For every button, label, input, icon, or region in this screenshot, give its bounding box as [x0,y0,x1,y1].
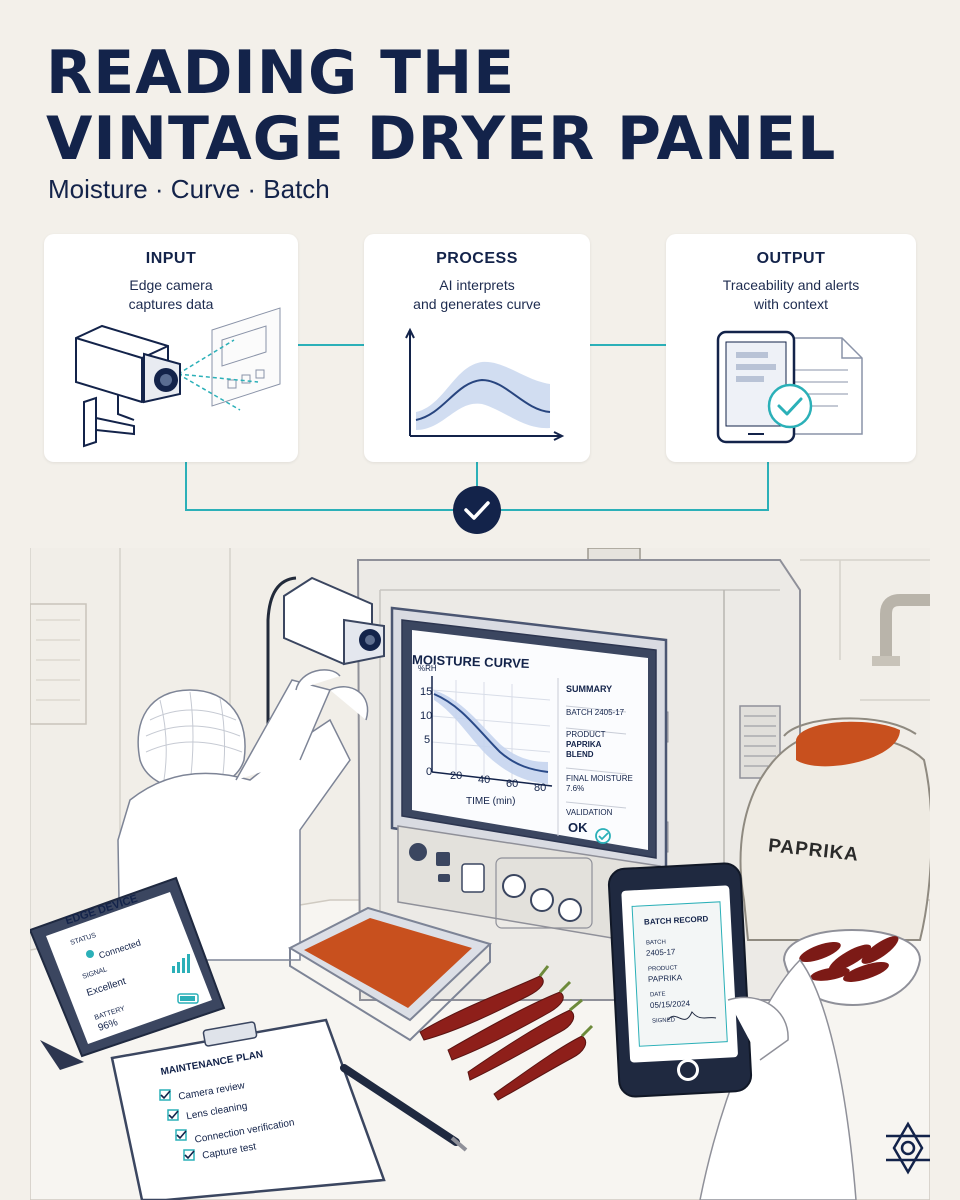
step-card-input: INPUT Edge camera captures data [44,234,298,462]
monitor-x-label: TIME (min) [466,796,516,807]
batch-record-date-label: DATE [649,991,666,999]
signal-bars-icon [172,954,190,973]
flow-connectors [185,344,769,534]
step-input-line-1: Edge camera [129,277,213,293]
edge-camera-icon [75,307,281,448]
monitor-y-unit: %RH [418,664,437,673]
step-output-line-1: Traceability and alerts [722,277,860,293]
brand-logo-icon [886,1121,930,1175]
step-card-output: OUTPUT Traceability and alerts with cont… [666,234,916,462]
validation-check-icon [595,828,611,844]
batch-record-batch-value: 2405-17 [645,947,676,958]
title-line-1: READING THE [46,38,516,108]
batch-record-product-value: PAPRIKA [647,973,683,984]
monitor-y-tick-5: 5 [424,734,431,746]
monitor-y-tick-10: 10 [420,710,433,722]
step-description-input: Edge camera captures data [54,276,288,314]
monitor-x-tick-80: 80 [534,782,547,794]
curve-chart-icon [405,327,565,441]
monitor-final-moisture-value: 7.6% [566,784,585,793]
document-check-icon [716,330,863,444]
monitor-validation-value: OK [568,820,588,835]
checkbox-icons [159,1089,195,1161]
step-output-line-2: with context [754,296,828,312]
monitor-x-tick-60: 60 [506,778,519,790]
title-line-2: VINTAGE DRYER PANEL [46,104,837,174]
step-process-line-2: and generates curve [413,296,541,312]
signature-mark [667,1011,717,1021]
step-description-output: Traceability and alerts with context [676,276,906,314]
check-circle-icon [453,486,501,534]
batch-record-signed-label: SIGNED [651,1017,676,1025]
step-process-line-1: AI interprets [439,277,515,293]
monitor-x-tick-0: 0 [426,766,433,778]
scene-drawing [30,548,930,1200]
step-description-process: AI interprets and generates curve [374,276,580,314]
monitor-product-line-1: PAPRIKA [566,740,602,749]
battery-icon [177,993,199,1004]
page-subtitle: Moisture · Curve · Batch [48,174,330,204]
step-card-process: PROCESS AI interprets and generates curv… [364,234,590,462]
monitor-x-tick-20: 20 [450,770,463,782]
monitor-final-moisture-label: FINAL MOISTURE [566,774,633,783]
page-title: READING THE VINTAGE DRYER PANEL [46,40,836,172]
monitor-summary-heading: SUMMARY [566,684,613,694]
step-heading-process: PROCESS [436,250,518,267]
step-heading-output: OUTPUT [756,250,826,267]
step-heading-input: INPUT [145,250,197,267]
monitor-x-tick-40: 40 [478,774,491,786]
monitor-y-tick-15: 15 [420,686,433,698]
step-input-line-2: captures data [128,296,214,312]
monitor-product-label: PRODUCT [566,730,606,739]
monitor-validation-label: VALIDATION [566,808,613,817]
factory-scene-illustration: MOISTURE CURVE %RH 15 10 5 0 20 40 60 80… [30,548,930,1200]
monitor-product-line-2: BLEND [566,750,594,759]
batch-record-batch-label: BATCH [645,939,667,947]
monitor-batch: BATCH 2405-17 [566,708,625,717]
